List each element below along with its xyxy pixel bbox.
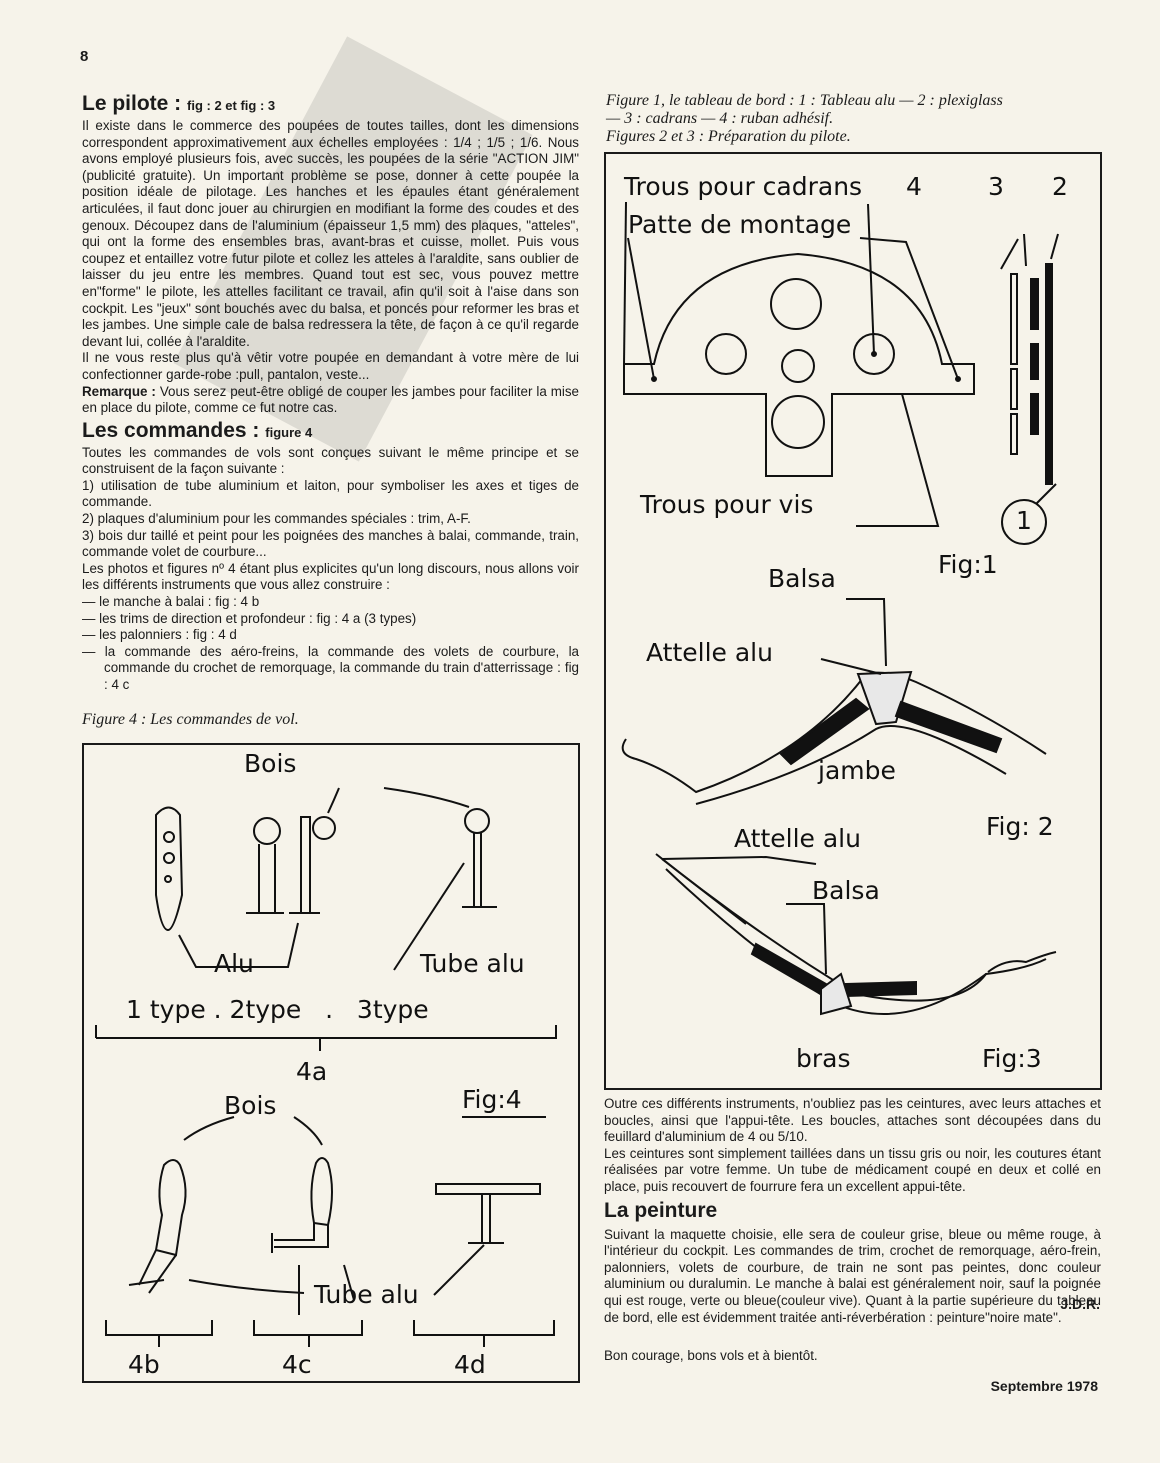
left-column-text: Le pilote : fig : 2 et fig : 3 Il existe… <box>82 92 579 694</box>
fig123-caption: Figure 1, le tableau de bord : 1 : Table… <box>606 92 1106 146</box>
label-bois-top: Bois <box>244 749 297 778</box>
callout-4: 4 <box>906 172 922 201</box>
figures-drawing <box>621 201 1059 1016</box>
label-attelle-fig2: Attelle alu <box>646 638 773 667</box>
label-jambe: jambe <box>818 756 896 785</box>
right-column-text: Outre ces différents instruments, n'oubl… <box>604 1096 1101 1365</box>
label-attelle-fig3: Attelle alu <box>734 824 861 853</box>
fig3-label: Fig:3 <box>982 1044 1042 1073</box>
label-tube-alu-bottom: Tube alu <box>314 1280 419 1309</box>
list-item: la commande des aéro-freins, la commande… <box>82 644 579 694</box>
fig4-caption: Figure 4 : Les commandes de vol. <box>82 711 299 728</box>
remark-paragraph: Remarque : Vous serez peut-être obligé d… <box>82 384 579 417</box>
label-4a: 4a <box>296 1057 328 1086</box>
list-item: le manche à balai : fig : 4 b <box>82 594 579 611</box>
callout-1: 1 <box>1016 506 1032 535</box>
fig4-label: Fig:4 <box>462 1085 522 1114</box>
callout-2: 2 <box>1052 172 1068 201</box>
label-patte-montage: Patte de montage <box>628 210 852 239</box>
list-item: les trims de direction et profondeur : f… <box>82 611 579 628</box>
label-4c: 4c <box>282 1350 312 1379</box>
paragraph: 2) plaques d'aluminium pour les commande… <box>82 511 471 527</box>
paragraph: 3) bois dur taillé et peint pour les poi… <box>82 527 579 560</box>
paragraph: Suivant la maquette choisie, elle sera d… <box>604 1226 1101 1325</box>
remark-label: Remarque : <box>82 383 156 399</box>
remark-text: Vous serez peut-être obligé de couper le… <box>82 383 579 416</box>
paragraph: Outre ces différents instruments, n'oubl… <box>604 1096 1101 1145</box>
heading-text: Les commandes : <box>82 418 260 442</box>
paragraph: Les photos et figures nº 4 étant plus ex… <box>82 560 579 593</box>
callout-3: 3 <box>988 172 1004 201</box>
signature: J.D.R. <box>1060 1296 1100 1312</box>
closing-line: Bon courage, bons vols et à bientôt. <box>604 1348 818 1364</box>
label-bois-bottom: Bois <box>224 1091 277 1120</box>
section-heading-pilote: Le pilote : fig : 2 et fig : 3 <box>82 92 579 118</box>
fig1-label: Fig:1 <box>938 550 998 579</box>
label-bras: bras <box>796 1044 851 1073</box>
label-balsa-fig2: Balsa <box>768 564 836 593</box>
page-number: 8 <box>80 48 89 65</box>
label-4b: 4b <box>128 1350 160 1379</box>
footer-date: Septembre 1978 <box>990 1378 1098 1394</box>
heading-text: Le pilote : <box>82 92 182 115</box>
label-tube-alu-top: Tube alu <box>420 949 525 978</box>
paragraph: Il ne vous reste plus qu'à vêtir votre p… <box>82 350 579 382</box>
figure-4-drawing <box>95 787 557 1347</box>
instrument-list: le manche à balai : fig : 4 b les trims … <box>82 594 579 694</box>
section-heading-commandes: Les commandes : figure 4 <box>82 419 579 445</box>
label-balsa-fig3: Balsa <box>812 876 880 905</box>
caption-line: Figure 1, le tableau de bord : 1 : Table… <box>606 92 1003 109</box>
paragraph: Toutes les commandes de vols sont conçue… <box>82 444 579 477</box>
caption-line: — 3 : cadrans — 4 : ruban adhésif. <box>606 110 834 127</box>
paragraph: Il existe dans le commerce des poupées d… <box>82 118 579 349</box>
caption-line: Figures 2 et 3 : Préparation du pilote. <box>606 128 851 145</box>
label-alu: Alu <box>214 949 254 978</box>
label-types: 1 type . 2type . 3type <box>126 995 429 1024</box>
figures-1-2-3: Trous pour cadrans Patte de montage Trou… <box>604 152 1102 1090</box>
label-trous-cadrans: Trous pour cadrans <box>624 172 863 201</box>
fig2-label: Fig: 2 <box>986 812 1054 841</box>
figure-4: Bois Alu Tube alu 1 type . 2type . 3type… <box>82 743 580 1383</box>
heading-ref: figure 4 <box>265 424 313 440</box>
label-trous-vis: Trous pour vis <box>640 490 814 519</box>
paragraph: 1) utilisation de tube aluminium et lait… <box>82 477 579 510</box>
section-heading-peinture: La peinture <box>604 1198 718 1222</box>
paragraph: Les ceintures sont simplement taillées d… <box>604 1145 1101 1194</box>
list-item: les palonniers : fig : 4 d <box>82 627 579 644</box>
heading-ref: fig : 2 et fig : 3 <box>187 98 276 113</box>
label-4d: 4d <box>454 1350 486 1379</box>
